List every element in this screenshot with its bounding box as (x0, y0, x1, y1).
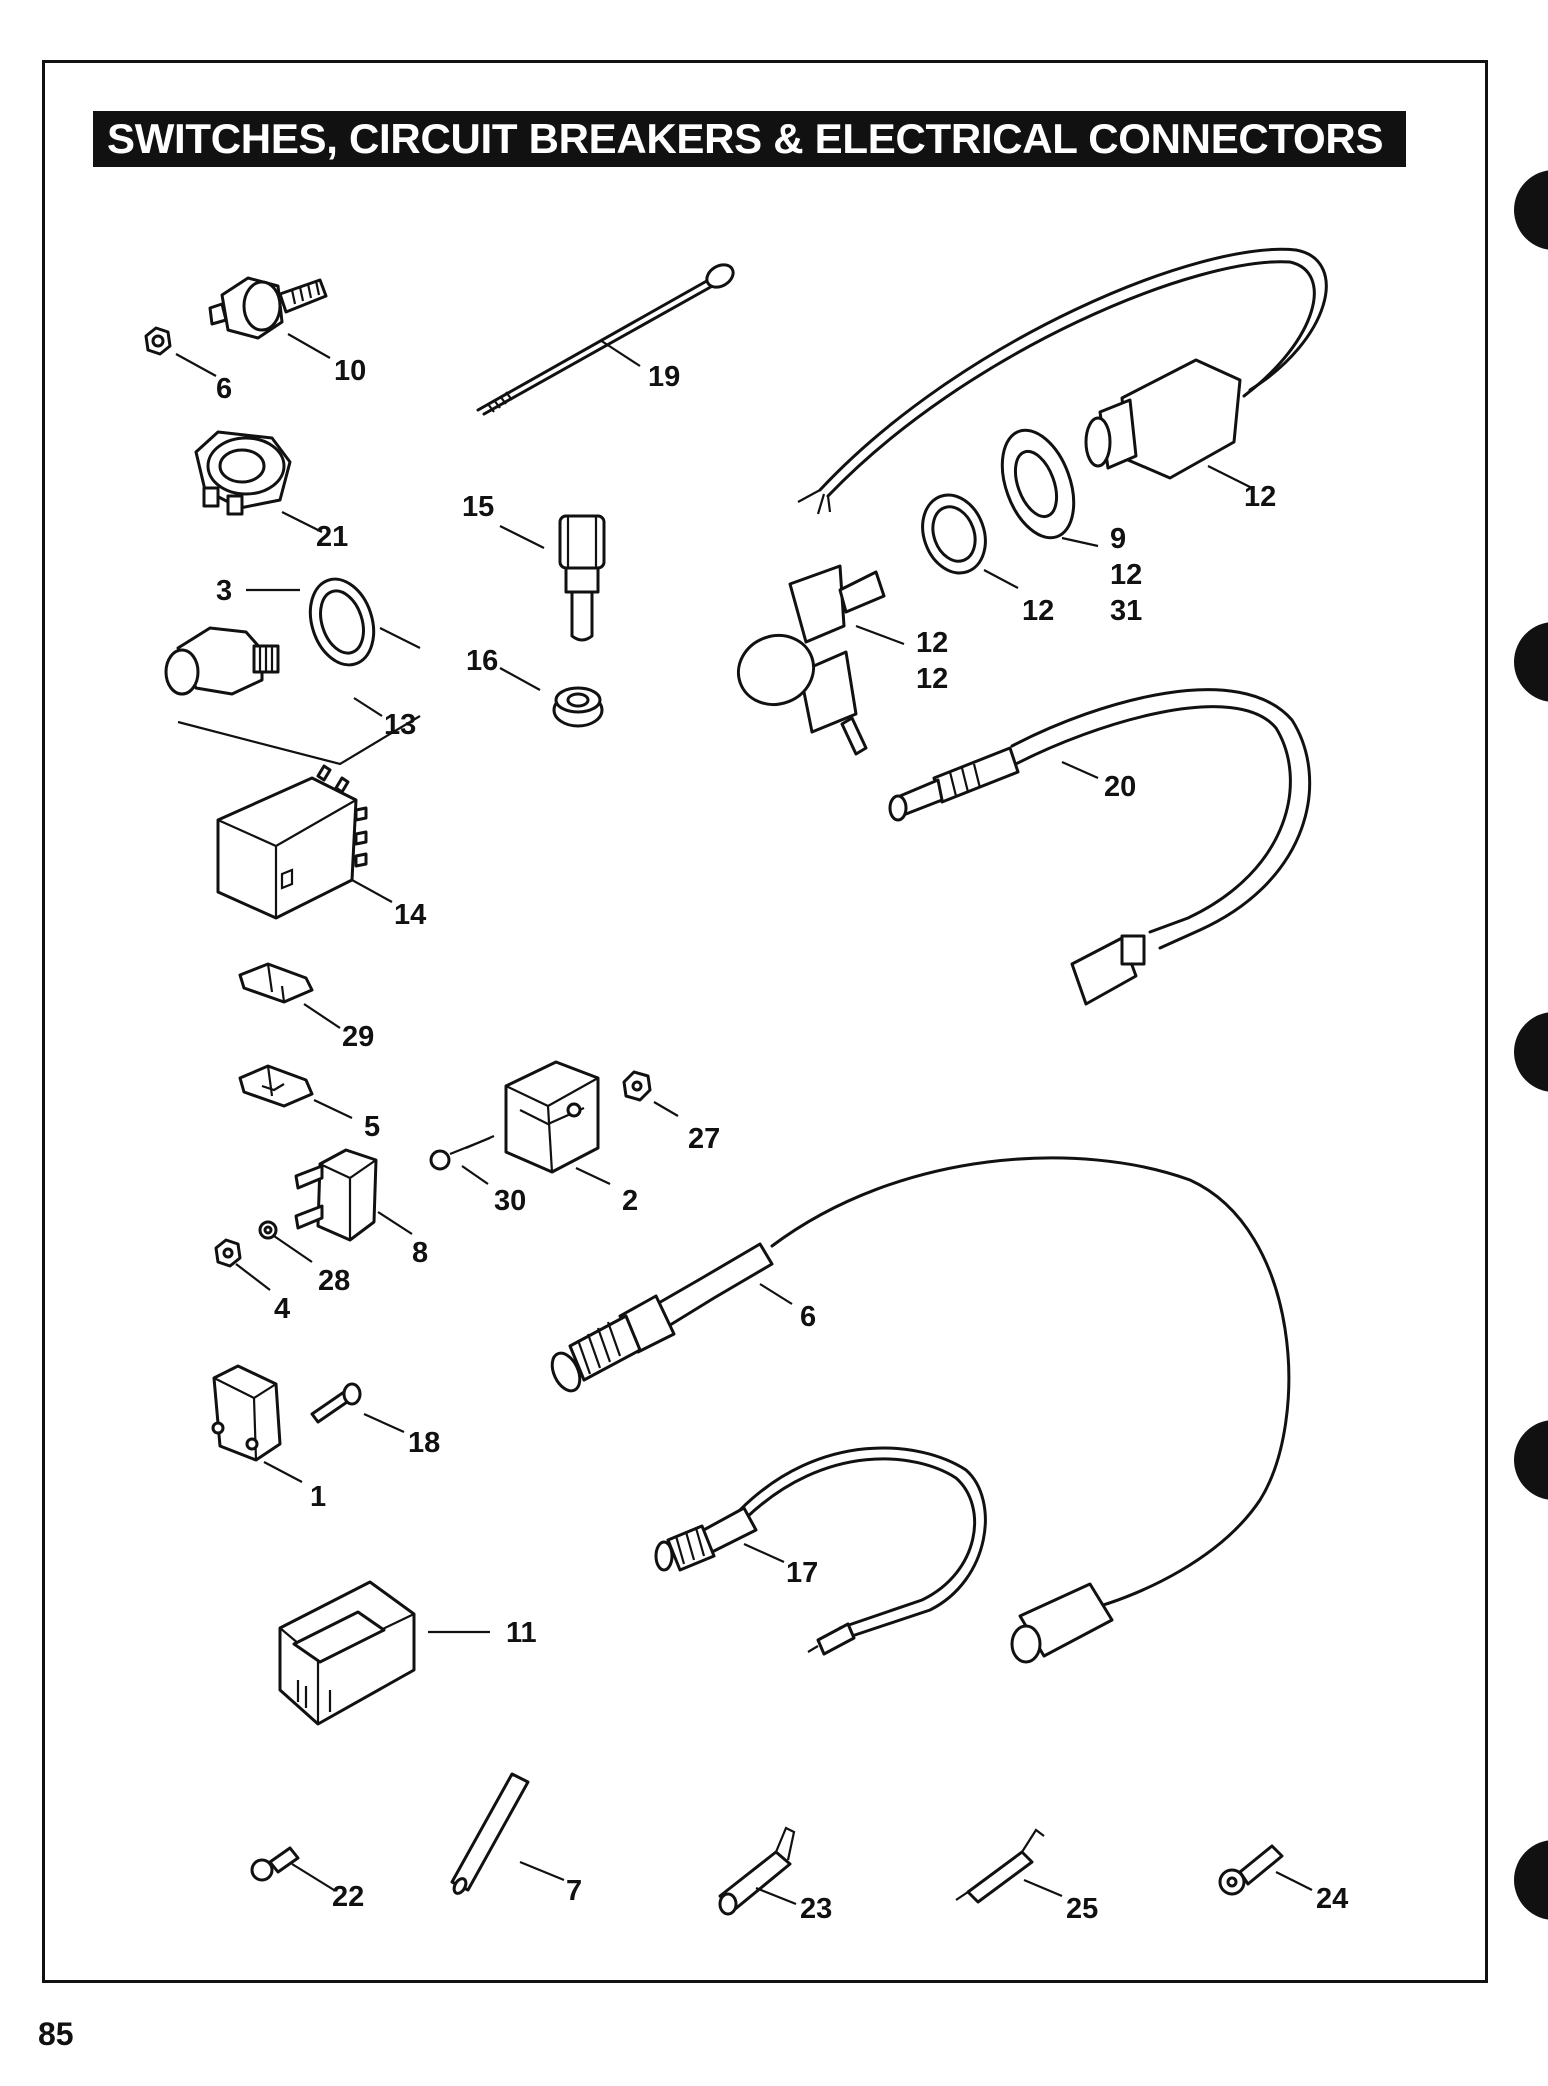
callout-21: 21 (316, 521, 348, 553)
callout-19: 19 (648, 361, 680, 393)
grommet-part-16 (552, 686, 604, 728)
sensor-part-11 (654, 1446, 987, 1656)
callout-5: 27 (688, 1123, 720, 1155)
callout-9: 9 (1110, 523, 1126, 555)
title-bar: SWITCHES, CIRCUIT BREAKERS & ELECTRICAL … (93, 111, 1406, 167)
page-title: SWITCHES, CIRCUIT BREAKERS & ELECTRICAL … (107, 115, 1384, 162)
cable-tie-part-19 (476, 263, 735, 416)
ring-terminal-part-26 (1218, 1844, 1284, 1896)
callout-2: 30 (494, 1185, 526, 1217)
oil-pressure-sender-part-12 (797, 247, 1328, 515)
callout-22: 11 (506, 1617, 537, 1649)
callout-6: 4 (274, 1293, 290, 1325)
terminal-part-7 (250, 1846, 300, 1882)
callout-12: 12 (1244, 481, 1276, 513)
callout-24: 25 (1066, 1893, 1098, 1925)
circuit-breaker-part-28 (294, 1148, 378, 1242)
page-number: 85 (38, 2016, 74, 2052)
washer-part-4 (258, 1220, 278, 1240)
callout-12: 12 (1110, 559, 1142, 591)
callout-23: 7 (566, 1875, 582, 1907)
leader-lines (175, 333, 1313, 1906)
callout-16: 16 (466, 645, 498, 677)
callout-4: 28 (318, 1265, 350, 1297)
bracket-part-17 (211, 1364, 282, 1462)
relay-socket-part-22 (278, 1580, 416, 1726)
page-frame (42, 60, 1488, 1983)
callout-8: 2 (622, 1185, 638, 1217)
hex-nut-part-5 (622, 1070, 652, 1102)
screw-part-1 (310, 1382, 362, 1424)
fuse-part-30 (238, 1064, 314, 1108)
callout-10: 10 (334, 355, 366, 387)
hex-nut-part-6 (144, 326, 172, 356)
relay-part-29 (216, 764, 368, 920)
callout-3: 3 (216, 575, 232, 607)
callout-28: 8 (412, 1237, 428, 1269)
switch-assembly-part-13 (164, 577, 421, 766)
callout-26: 24 (1316, 1883, 1348, 1915)
callout-12: 12 (916, 627, 948, 659)
sleeve-part-23 (450, 1772, 530, 1895)
terminal-part-25 (718, 1826, 796, 1916)
sensor-part-15 (558, 514, 606, 642)
terminal-part-24 (955, 1828, 1045, 1904)
callout-17: 1 (310, 1481, 326, 1513)
sensor-bracket-part-20 (736, 564, 886, 756)
callout-14: 20 (1104, 771, 1136, 803)
fuse-part-27 (238, 962, 314, 1004)
seal-part-12 (921, 493, 987, 575)
switch-part-21 (194, 430, 292, 516)
callout-29: 14 (394, 899, 426, 931)
pressure-switch-part-10 (208, 276, 328, 340)
callout-20: 12 (916, 663, 948, 695)
callout-7: 22 (332, 1881, 364, 1913)
callout-31: 31 (1110, 595, 1142, 627)
washer-part-9 (1000, 428, 1076, 540)
oxygen-sensor-part-18 (550, 1156, 1291, 1664)
hex-nut-part-6 (214, 1238, 242, 1268)
callout-15: 15 (462, 491, 494, 523)
callout-18: 6 (800, 1301, 816, 1333)
callout-11: 17 (786, 1557, 818, 1589)
callout-25: 23 (800, 1893, 832, 1925)
callout-27: 29 (342, 1021, 374, 1053)
callout-13: 13 (384, 709, 416, 741)
temperature-sensor-part-14 (888, 688, 1312, 1006)
callout-30: 5 (364, 1111, 380, 1143)
callout-12: 12 (1022, 595, 1054, 627)
callout-6: 6 (216, 373, 232, 405)
callout-1: 18 (408, 1427, 440, 1459)
bracket-part-8 (504, 1060, 600, 1174)
